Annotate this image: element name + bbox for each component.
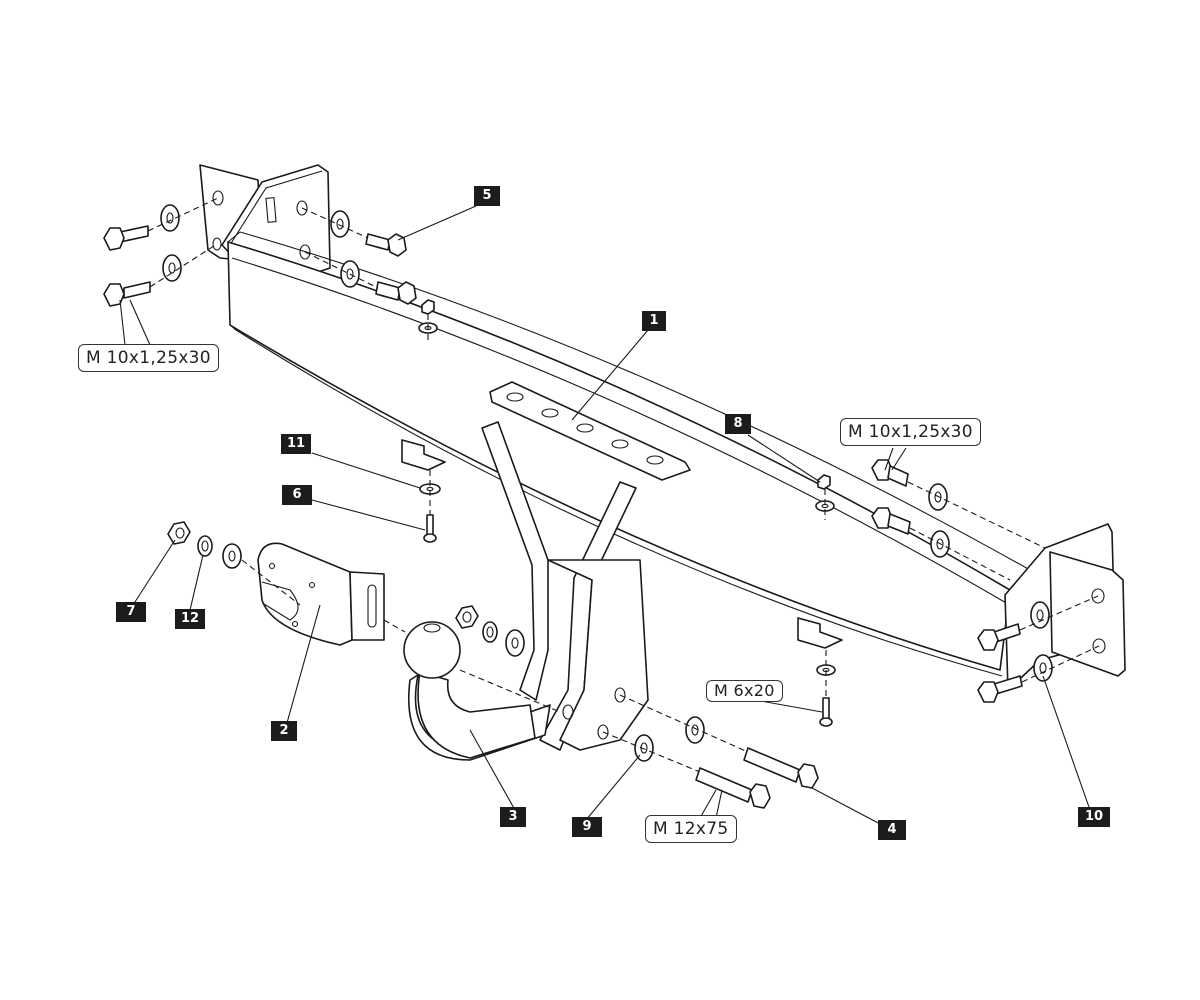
callout-5: 5 bbox=[474, 186, 500, 206]
right-mounting-bracket bbox=[1004, 523, 1126, 691]
bolt-spec-long: M 12x75 bbox=[645, 815, 737, 843]
fasteners bbox=[103, 197, 1100, 809]
tow-ball bbox=[403, 621, 551, 761]
callout-12: 12 bbox=[175, 609, 205, 629]
bolt-spec-right: M 10x1,25x30 bbox=[840, 418, 981, 446]
callout-6: 6 bbox=[282, 485, 312, 505]
leader-lines bbox=[119, 205, 1091, 826]
callout-10: 10 bbox=[1078, 807, 1110, 827]
bolt-spec-left: M 10x1,25x30 bbox=[78, 344, 219, 372]
callout-4: 4 bbox=[878, 820, 906, 840]
socket-bracket bbox=[257, 542, 385, 646]
callout-7: 7 bbox=[116, 602, 146, 622]
crossbar-beam bbox=[227, 231, 1031, 677]
callout-1: 1 bbox=[642, 311, 666, 331]
callout-9: 9 bbox=[572, 817, 602, 837]
callout-11: 11 bbox=[281, 434, 311, 454]
bolt-spec-small: M 6x20 bbox=[706, 680, 783, 702]
callout-2: 2 bbox=[271, 721, 297, 741]
callout-3: 3 bbox=[500, 807, 526, 827]
tow-arm-assembly bbox=[481, 421, 649, 751]
callout-8: 8 bbox=[725, 414, 751, 434]
